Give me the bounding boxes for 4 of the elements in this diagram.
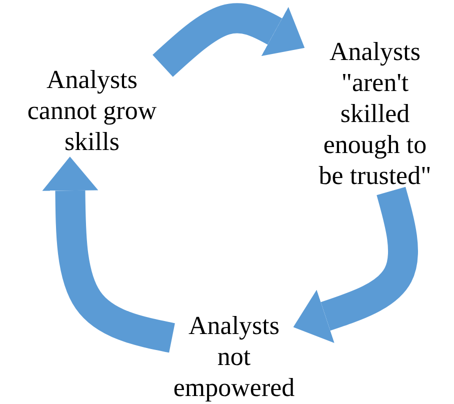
cycle-step-text: Analysts not empowered <box>172 310 296 403</box>
cycle-step-text: Analysts cannot grow skills <box>24 64 160 157</box>
cycle-step-text: Analysts "aren't skilled enough to be trusted" <box>308 36 442 191</box>
curved-arrow <box>152 3 305 77</box>
